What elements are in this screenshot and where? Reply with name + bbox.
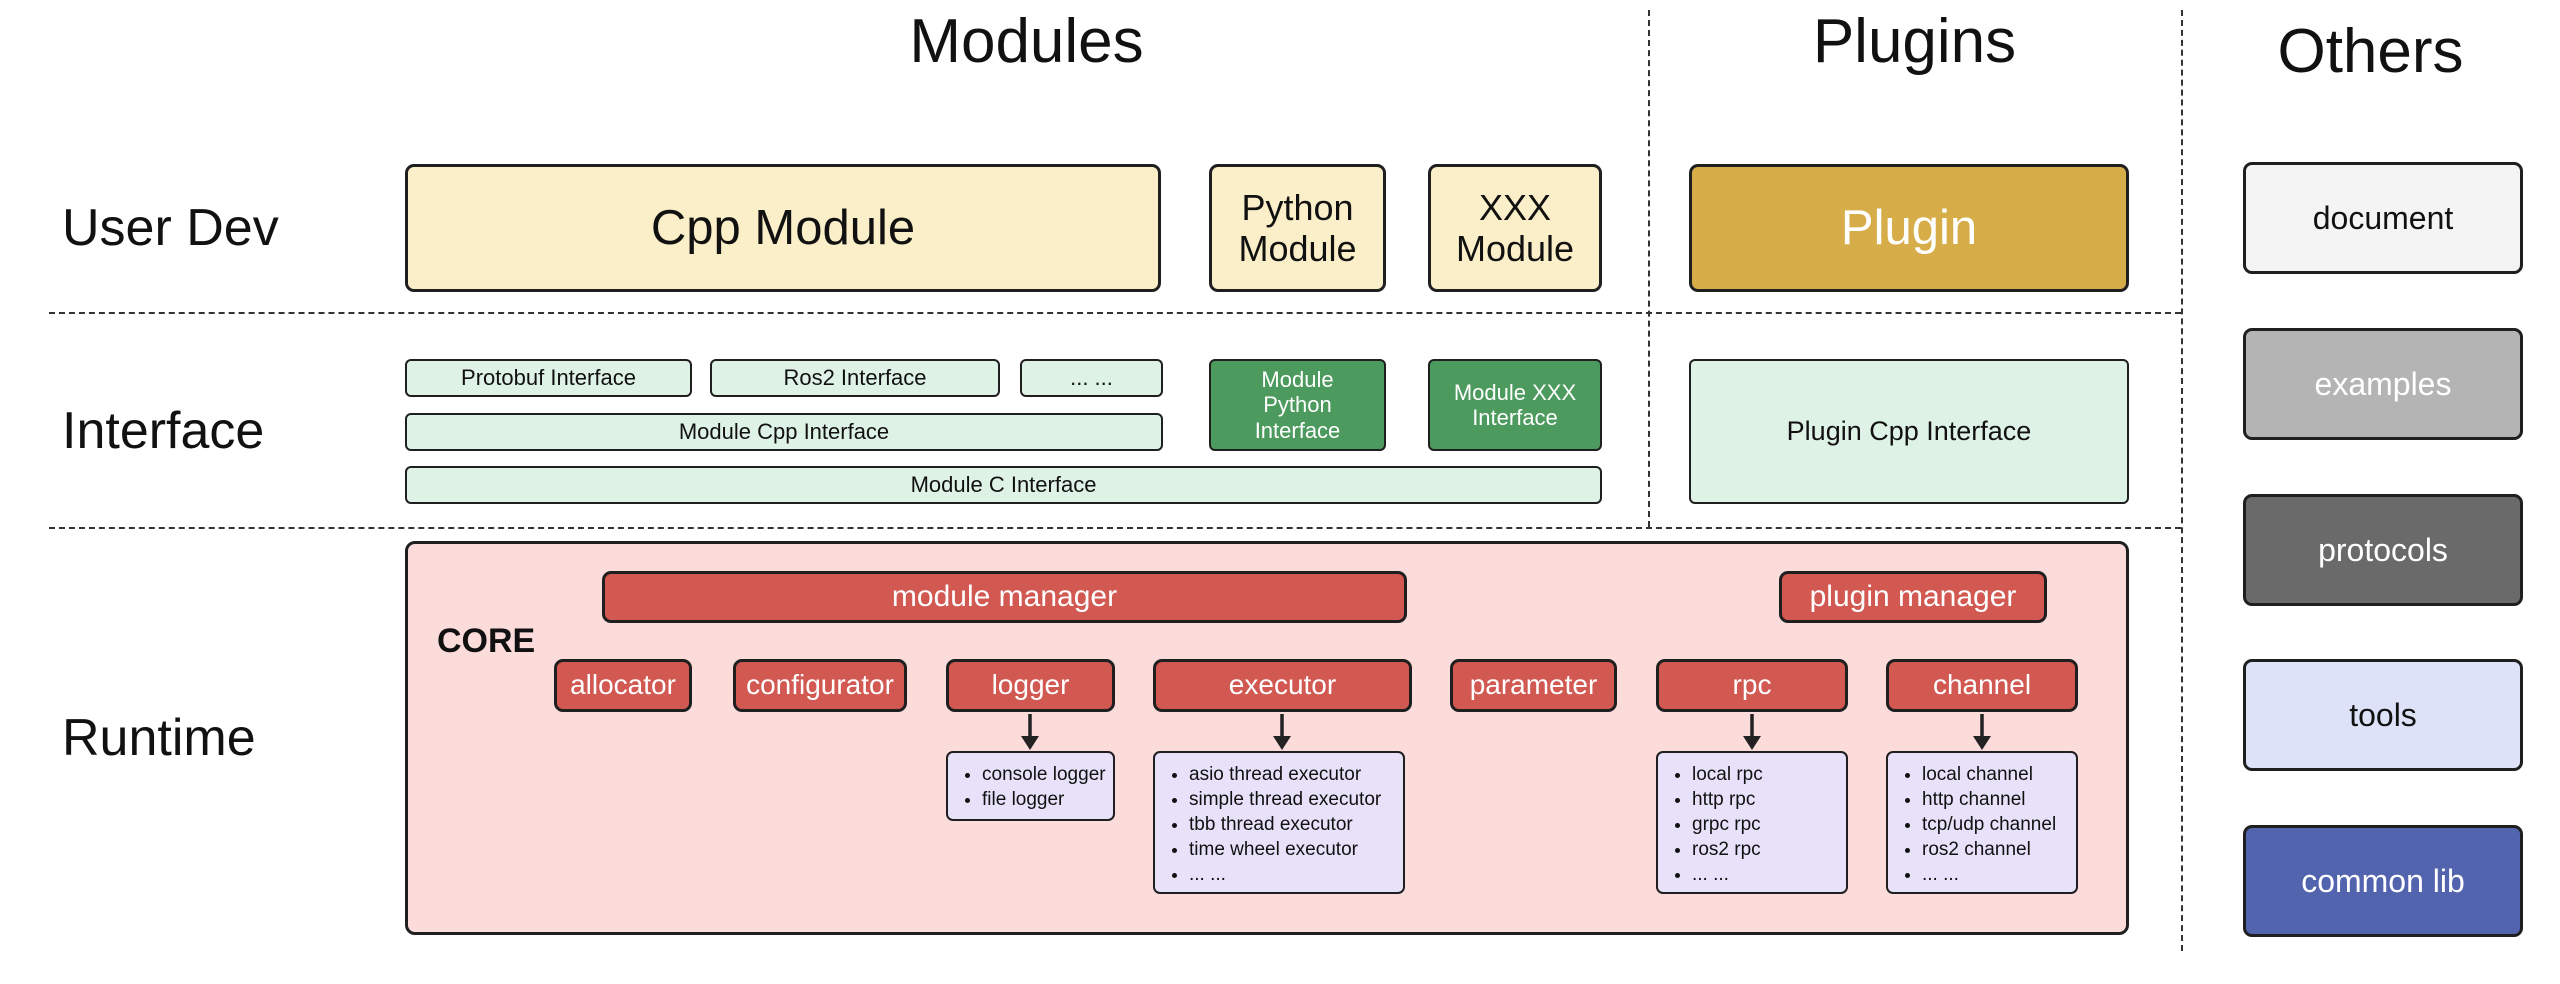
document-box: document <box>2243 162 2523 274</box>
row-label-user-dev: User Dev <box>62 199 279 257</box>
list-item: grpc rpc <box>1692 812 1840 837</box>
examples-box: examples <box>2243 328 2523 440</box>
module-c-interface-box: Module C Interface <box>405 466 1602 504</box>
list-item: http channel <box>1922 787 2070 812</box>
divider-plugins-others <box>2181 10 2183 951</box>
tools-box: tools <box>2243 659 2523 771</box>
module-manager-box: module manager <box>602 571 1407 623</box>
divider-interface-runtime <box>49 527 2181 529</box>
python-module-box: Python Module <box>1209 164 1386 292</box>
plugin-manager-box: plugin manager <box>1779 571 2047 623</box>
module-python-interface-box: Module Python Interface <box>1209 359 1386 451</box>
list-item: local rpc <box>1692 762 1840 787</box>
xxx-module-box: XXX Module <box>1428 164 1602 292</box>
channel-implementations-list: local channel http channel tcp/udp chann… <box>1886 751 2078 894</box>
parameter-box: parameter <box>1450 659 1617 712</box>
divider-modules-plugins <box>1648 10 1650 527</box>
list-item: asio thread executor <box>1189 762 1397 787</box>
list-item: ... ... <box>1922 862 2070 887</box>
modules-column-title: Modules <box>909 7 1144 76</box>
ros2-interface-box: Ros2 Interface <box>710 359 1000 397</box>
list-item: ... ... <box>1692 862 1840 887</box>
others-column-title: Others <box>2277 17 2464 86</box>
divider-userdev-interface <box>49 312 2181 314</box>
row-label-interface: Interface <box>62 402 265 460</box>
list-item: local channel <box>1922 762 2070 787</box>
list-item: console logger <box>982 762 1107 787</box>
list-item: ros2 channel <box>1922 837 2070 862</box>
rpc-box: rpc <box>1656 659 1848 712</box>
logger-implementations-list: console logger file logger <box>946 751 1115 821</box>
list-item: time wheel executor <box>1189 837 1397 862</box>
allocator-box: allocator <box>554 659 692 712</box>
rpc-implementations-list: local rpc http rpc grpc rpc ros2 rpc ...… <box>1656 751 1848 894</box>
list-item: ... ... <box>1189 862 1397 887</box>
core-label: CORE <box>437 622 536 660</box>
executor-implementations-list: asio thread executor simple thread execu… <box>1153 751 1405 894</box>
list-item: http rpc <box>1692 787 1840 812</box>
down-arrow-icon <box>1016 714 1044 750</box>
list-item: file logger <box>982 787 1107 812</box>
ellipsis-interface-box: ... ... <box>1020 359 1163 397</box>
down-arrow-icon <box>1738 714 1766 750</box>
row-label-runtime: Runtime <box>62 709 256 767</box>
list-item: ros2 rpc <box>1692 837 1840 862</box>
module-cpp-interface-box: Module Cpp Interface <box>405 413 1163 451</box>
protobuf-interface-box: Protobuf Interface <box>405 359 692 397</box>
down-arrow-icon <box>1968 714 1996 750</box>
configurator-box: configurator <box>733 659 907 712</box>
plugin-box: Plugin <box>1689 164 2129 292</box>
executor-box: executor <box>1153 659 1412 712</box>
protocols-box: protocols <box>2243 494 2523 606</box>
channel-box: channel <box>1886 659 2078 712</box>
logger-box: logger <box>946 659 1115 712</box>
cpp-module-box: Cpp Module <box>405 164 1161 292</box>
module-xxx-interface-box: Module XXX Interface <box>1428 359 1602 451</box>
list-item: tbb thread executor <box>1189 812 1397 837</box>
plugin-cpp-interface-box: Plugin Cpp Interface <box>1689 359 2129 504</box>
list-item: tcp/udp channel <box>1922 812 2070 837</box>
plugins-column-title: Plugins <box>1812 7 2017 76</box>
down-arrow-icon <box>1268 714 1296 750</box>
common-lib-box: common lib <box>2243 825 2523 937</box>
list-item: simple thread executor <box>1189 787 1397 812</box>
